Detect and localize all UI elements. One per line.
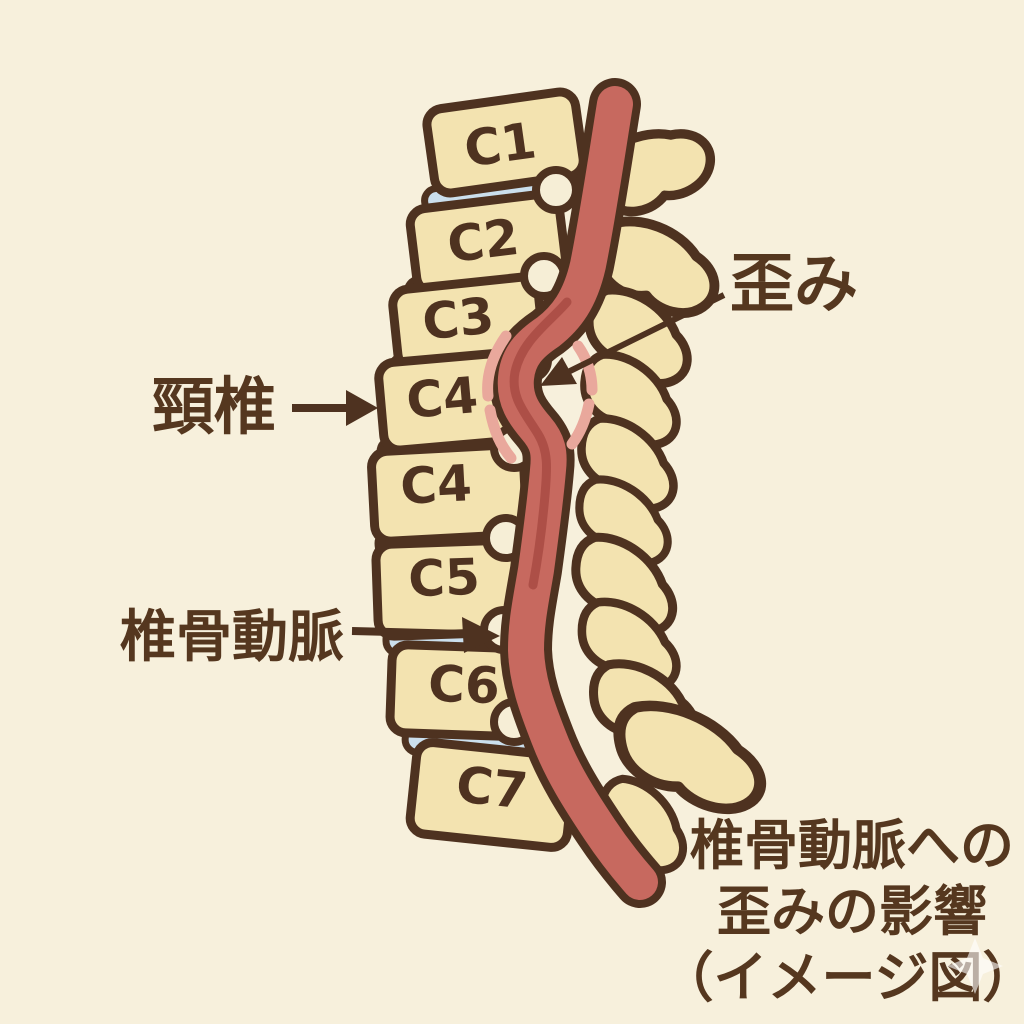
vertebral-artery-label: 椎骨動脈	[120, 605, 344, 670]
vertebral-artery-arrowhead	[462, 617, 500, 653]
stress-mark-group	[482, 330, 598, 464]
vertebra-label-c4b: C4	[399, 454, 473, 516]
vertebra-body-c1	[422, 87, 588, 198]
cervical-spine-label: 頸椎	[152, 370, 276, 443]
stress-mark	[566, 398, 595, 450]
caption-line-3: （イメージ図）	[660, 946, 1024, 1009]
artery-shade-stripe	[509, 297, 572, 590]
annotation-arrows	[292, 292, 726, 653]
vertebra-label-c4: C4	[404, 366, 480, 430]
cervical-spine-arrowhead	[346, 390, 378, 426]
distortion-label: 歪み	[730, 248, 858, 322]
caption-line-1: 椎骨動脈への	[690, 814, 1014, 877]
sparkle-icon	[947, 938, 1003, 994]
vertebra-label-c2: C2	[444, 208, 522, 274]
vertebra-label-c6: C6	[427, 655, 500, 715]
vertebral-artery	[489, 78, 666, 908]
caption: 椎骨動脈への 歪みの影響 （イメージ図）	[660, 814, 1024, 1009]
facet-knob	[532, 166, 580, 214]
text-labels: 頸椎 歪み 椎骨動脈	[120, 248, 858, 670]
distortion-arrow-line	[564, 292, 726, 376]
vertebra-label-group: C1 C2 C3 C4 C4 C5 C6 C7	[399, 111, 540, 820]
stress-mark	[572, 340, 598, 396]
vertebral-artery-arrow-line	[351, 627, 467, 638]
vertebra-label-c5: C5	[407, 548, 480, 608]
stress-mark	[482, 330, 512, 402]
vertebra-label-c3: C3	[420, 286, 497, 351]
stress-mark	[484, 404, 517, 464]
caption-line-2: 歪みの影響	[717, 880, 987, 943]
distortion-arrowhead	[540, 357, 577, 386]
vertebra-label-c7: C7	[453, 755, 530, 820]
vertebra-label-c1: C1	[461, 111, 540, 178]
